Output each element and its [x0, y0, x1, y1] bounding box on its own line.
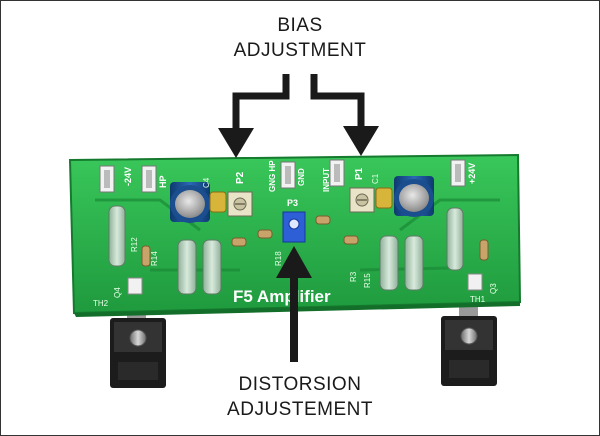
silk-q4: Q4: [113, 287, 122, 298]
resistor-group-right: [379, 235, 424, 291]
bias-arrow-left: [232, 74, 290, 132]
silk-neg-supply: -24V: [123, 167, 133, 186]
silk-th1: TH1: [470, 295, 486, 304]
silk-r3: R3: [349, 271, 358, 282]
trimmer-p3: [282, 211, 306, 243]
silk-hp: HP: [158, 175, 168, 188]
silk-input: INPUT: [322, 168, 331, 192]
thermistor-th2: [127, 277, 143, 295]
distortion-label-line2: ADJUSTEMENT: [227, 399, 373, 420]
pcb-title: F5 Amplifier: [233, 287, 331, 306]
distortion-label-line1: DISTORSION: [238, 374, 362, 395]
silk-c1: C1: [371, 173, 380, 184]
bias-arrowhead-right: [343, 126, 379, 156]
silk-r12: R12: [130, 237, 139, 252]
connector-neg-supply: [99, 165, 115, 193]
thermistor-th1: [467, 273, 483, 291]
capacitor-left: [170, 182, 210, 223]
silk-gnd-hp: GNG HP: [268, 160, 277, 192]
silk-r14: R14: [150, 251, 159, 266]
distortion-arrow: [276, 246, 312, 362]
power-resistor-right: [446, 207, 464, 271]
silk-th2: TH2: [93, 299, 109, 308]
capacitor-right: [394, 176, 434, 217]
bias-arrow-right: [310, 74, 365, 130]
mosfet-left: [110, 308, 166, 388]
connector-hp: [141, 165, 157, 193]
connector-gnd: [280, 161, 296, 189]
bias-arrowhead-left: [218, 128, 254, 158]
silk-p2: P2: [235, 171, 246, 184]
bias-adjustment-label: BIAS ADJUSTMENT: [0, 13, 600, 63]
connector-pos-supply: [450, 159, 466, 187]
trimmer-p1: [349, 187, 375, 213]
capacitor-c4: [209, 191, 227, 213]
power-resistor-left: [108, 205, 126, 267]
silk-c4: C4: [202, 177, 211, 188]
silk-pos-supply: +24V: [467, 163, 477, 184]
capacitor-c1: [375, 187, 393, 209]
distortion-adjustment-label: DISTORSION ADJUSTEMENT: [0, 372, 600, 422]
silk-r18: R18: [274, 251, 283, 266]
mosfet-right: [441, 306, 497, 386]
silk-p1: P1: [354, 167, 365, 180]
connector-input: [329, 159, 345, 187]
silk-r15: R15: [363, 273, 372, 288]
resistor-group-left: [177, 239, 222, 295]
trimmer-p2: [227, 191, 253, 217]
silk-gnd: GND: [297, 168, 306, 186]
bias-label-line2: ADJUSTMENT: [233, 40, 367, 61]
silk-q3: Q3: [489, 283, 498, 294]
silk-p3: P3: [287, 198, 298, 208]
bias-label-line1: BIAS: [277, 15, 323, 36]
small-resistors: [141, 215, 489, 267]
